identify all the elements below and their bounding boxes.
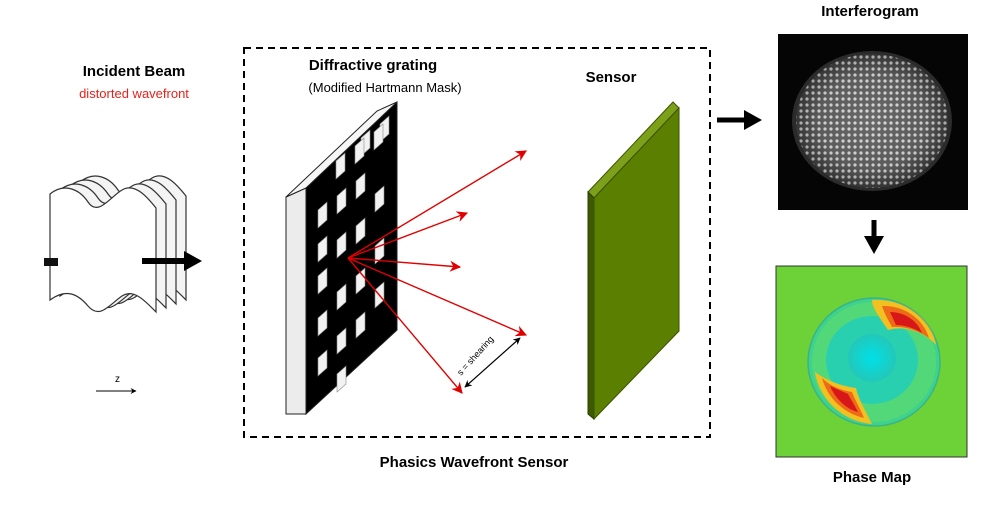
mask-holes <box>317 115 390 393</box>
incident-beam-title: Incident Beam <box>83 63 186 80</box>
sensor-label: Sensor <box>586 69 637 86</box>
incident-beam-subtitle: distorted wavefront <box>79 86 189 101</box>
wavefront-sheets <box>49 175 187 314</box>
interferogram-image <box>778 34 968 210</box>
shearing-label: s = shearing <box>455 334 495 377</box>
ray-lower-near <box>347 257 462 272</box>
diffractive-grating <box>285 100 398 416</box>
grating-title: Diffractive grating <box>309 57 437 74</box>
beam-entry-mark <box>44 258 58 266</box>
diffracted-rays <box>347 150 528 394</box>
sensor-plate <box>587 101 680 421</box>
interferogram-label: Interferogram <box>821 3 919 20</box>
shearing-indicator: s = shearing <box>455 334 521 388</box>
phase-map-image <box>775 265 968 458</box>
output-arrow <box>717 110 762 130</box>
incident-beam: Incident Beam distorted wavefront z <box>44 63 202 394</box>
ray-upper-far <box>347 150 527 259</box>
ray-lower-far <box>347 257 528 337</box>
wavefront-sensor-box <box>243 47 711 438</box>
ray-upper-near <box>347 211 469 259</box>
grating-subtitle: (Modified Hartmann Mask) <box>308 80 461 95</box>
z-axis-label: z <box>115 374 120 385</box>
propagation-arrow <box>142 251 202 271</box>
z-axis-indicator: z <box>96 374 137 394</box>
sensor-box-caption: Phasics Wavefront Sensor <box>380 454 569 471</box>
down-arrow <box>864 220 884 254</box>
ray-downward <box>347 257 463 394</box>
phase-map-label: Phase Map <box>833 469 911 486</box>
